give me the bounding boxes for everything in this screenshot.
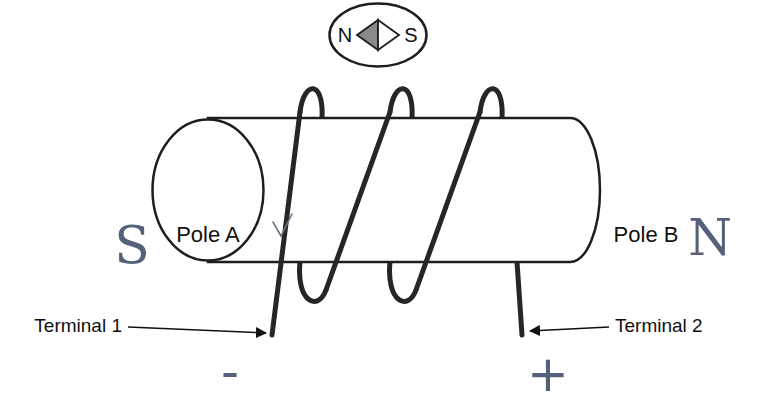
pole-label: Pole B <box>614 223 679 247</box>
pole-a-face-border <box>153 120 264 261</box>
node-text: N <box>338 24 352 46</box>
needle-south <box>378 20 399 50</box>
hand-tick <box>273 214 292 236</box>
handwritten-sign: + <box>527 347 569 402</box>
coil-front-windings <box>272 112 480 335</box>
handwritten-pole: S <box>114 217 150 274</box>
node-text: S <box>404 24 417 46</box>
leader-arrow <box>530 327 609 331</box>
iron-core <box>208 118 600 262</box>
handwritten-sign: - <box>221 345 239 400</box>
node-text: Pole A <box>176 223 240 247</box>
pole-a-face: Pole A <box>151 118 265 262</box>
compass-border <box>330 4 427 67</box>
handwritten-pole: N <box>688 211 732 266</box>
terminal-label: Terminal 1 <box>34 316 122 337</box>
terminal-label: Terminal 2 <box>615 316 703 337</box>
coil-winding <box>326 112 390 290</box>
compass: NS <box>328 2 428 68</box>
coil-winding <box>416 112 480 290</box>
leader-arrow <box>128 327 266 333</box>
coil-winding <box>272 112 300 335</box>
needle-north <box>357 20 378 50</box>
